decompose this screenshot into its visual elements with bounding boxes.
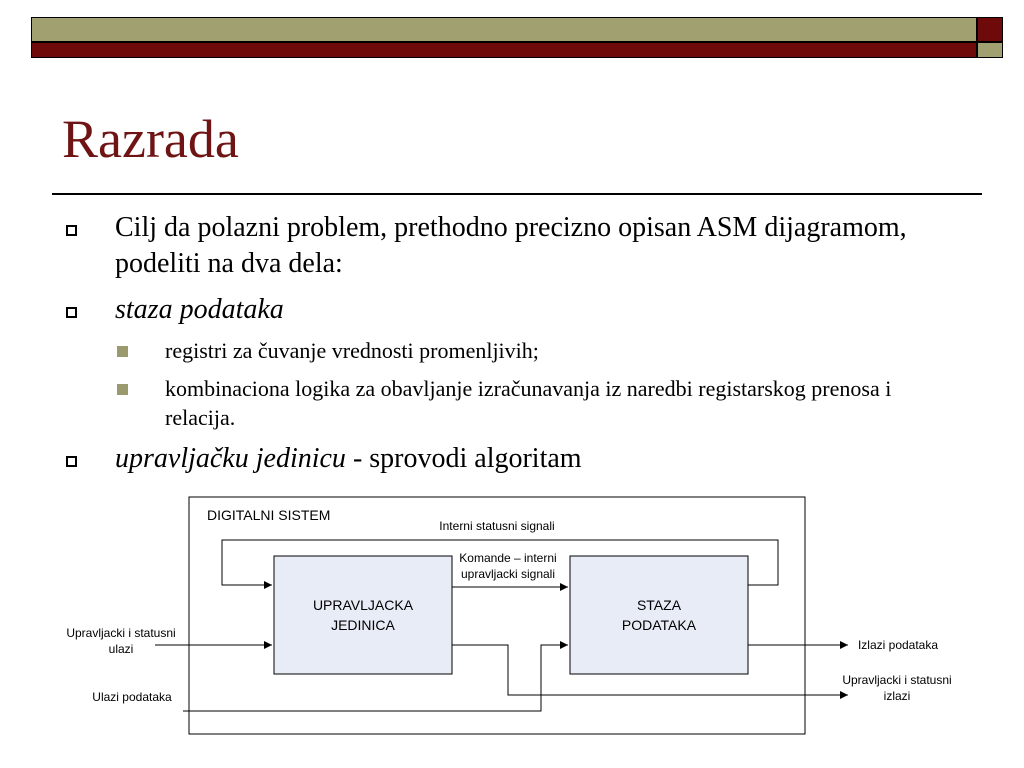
commands-label-line1: Komande – interni [459, 551, 556, 565]
control-status-outputs-label-line1: Upravljacki i statusni [842, 673, 951, 687]
datapath-block [569, 555, 749, 675]
title-divider [52, 193, 982, 195]
sub-bullet-marker [117, 346, 128, 357]
control-status-outputs-label-line2: izlazi [884, 689, 911, 703]
control-unit-block [273, 555, 453, 675]
header-bar-olive [31, 17, 977, 42]
bullet-marker [66, 307, 77, 318]
commands-label-line2: upravljacki signali [461, 567, 555, 581]
data-outputs-label: Izlazi podataka [858, 638, 938, 652]
datapath-label-line1: STAZA [637, 597, 682, 613]
header-square-olive [977, 42, 1003, 58]
bullet-marker [66, 225, 77, 236]
header-bar-maroon [31, 42, 977, 58]
control-status-inputs-label-line2: ulazi [109, 642, 134, 656]
slide-title: Razrada [62, 109, 239, 169]
datapath-label-line2: PODATAKA [622, 617, 697, 633]
bullet-control-unit: upravljačku jedinicu - sprovodi algorita… [115, 441, 935, 477]
internal-status-arrow [221, 539, 779, 589]
data-inputs-label: Ulazi podataka [92, 690, 172, 704]
data-inputs-arrow [183, 641, 568, 712]
header-square-maroon [977, 17, 1003, 42]
bullet-control-unit-term: upravljačku jedinicu [115, 443, 346, 474]
system-boundary [188, 496, 806, 735]
bullet-goal: Cilj da polazni problem, prethodno preci… [115, 212, 907, 279]
control-status-outputs-arrow [452, 644, 848, 699]
system-label: DIGITALNI SISTEM [207, 507, 330, 523]
bullet-marker [66, 456, 77, 467]
control-status-inputs-label-line1: Upravljacki i statusni [66, 626, 175, 640]
bullet-control-unit-desc: - sprovodi algoritam [345, 443, 582, 474]
sub-bullet-logic: kombinaciona logika za obavljanje izraču… [165, 376, 892, 430]
bullet-datapath: staza podataka [115, 294, 284, 325]
control-unit-label-line1: UPRAVLJACKA [313, 597, 414, 613]
internal-status-label: Interni statusni signali [439, 519, 554, 533]
sub-bullet-marker [117, 384, 128, 395]
sub-bullet-registers: registri za čuvanje vrednosti promenljiv… [165, 338, 539, 363]
control-unit-label-line2: JEDINICA [331, 617, 395, 633]
